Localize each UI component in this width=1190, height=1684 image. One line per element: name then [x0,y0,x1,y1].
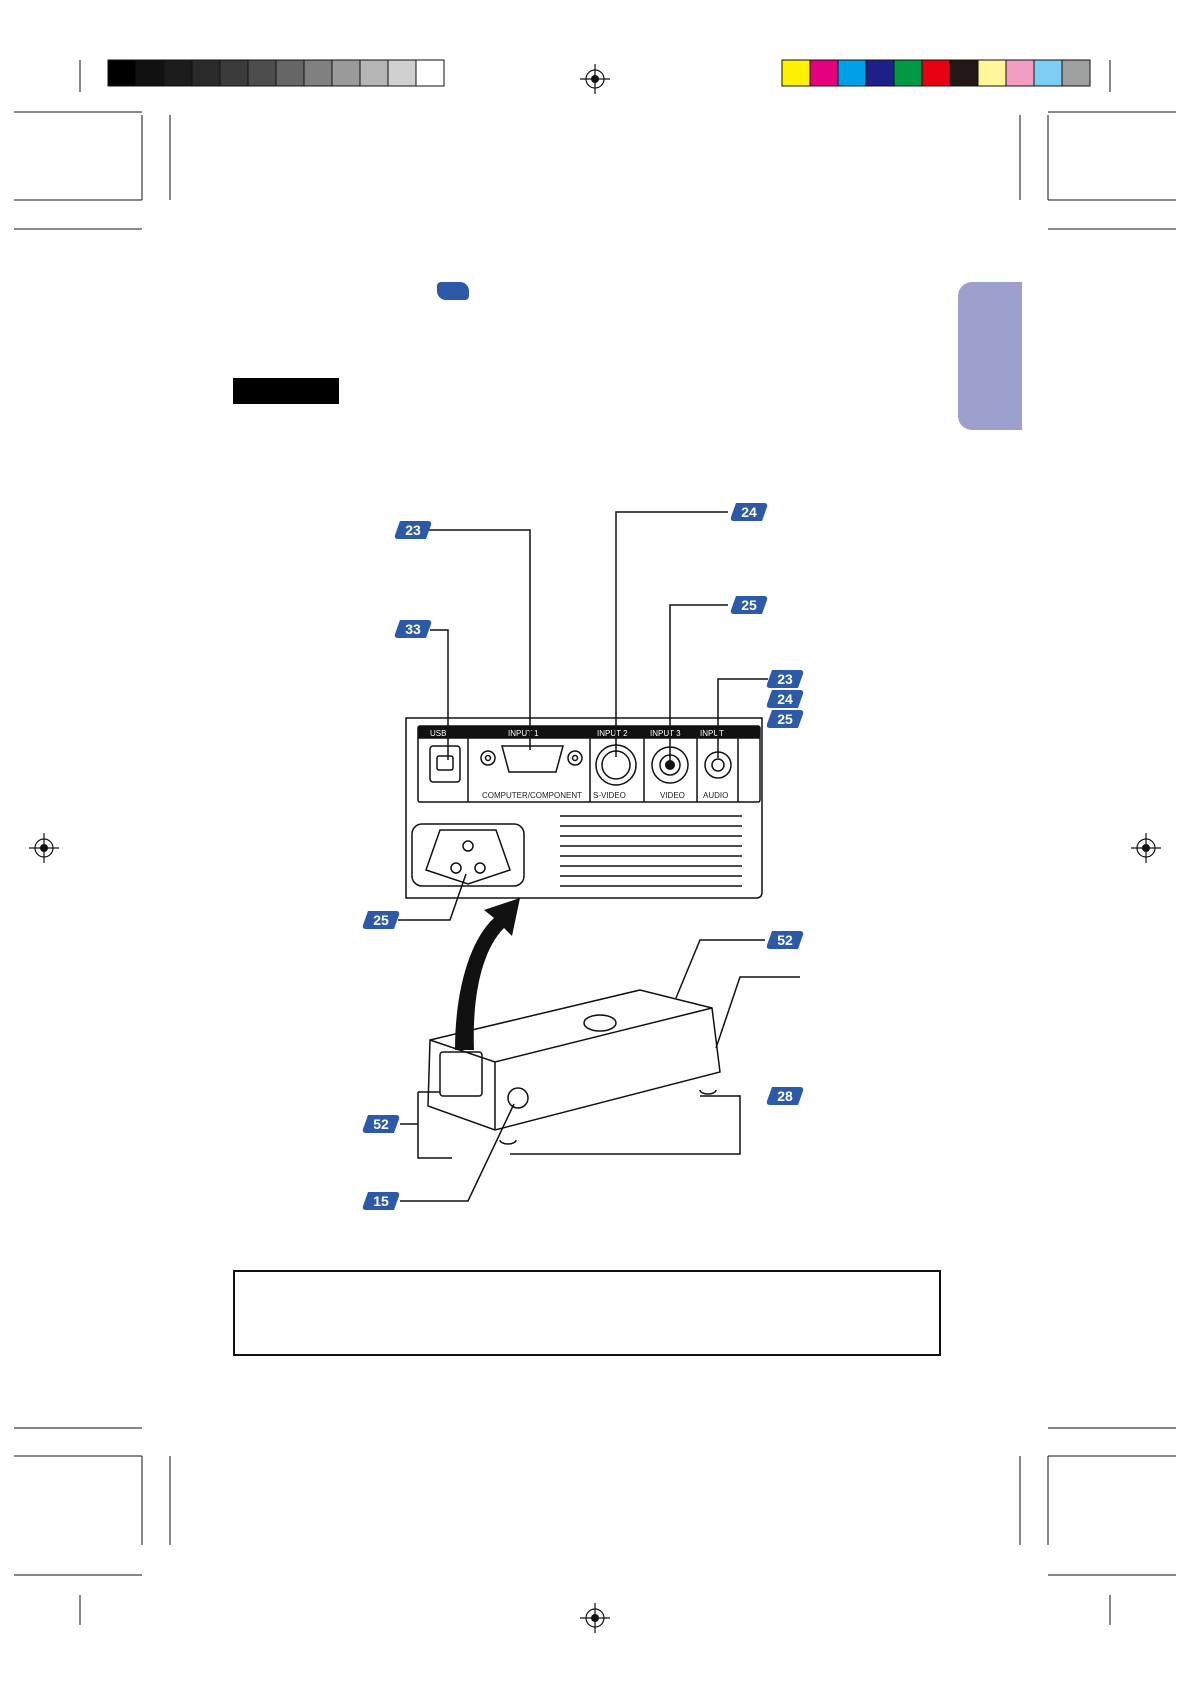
callout-number: 23 [405,522,421,538]
chapter-tab [958,282,1022,430]
callout-badge-input2: 24 [730,503,768,521]
page-reference-badge [437,282,469,300]
callout-number: 52 [373,1116,389,1132]
input2-label: INPUT 2 [597,729,628,738]
registration-marks [29,64,1161,1633]
callout-badges: 23 33 24 25 23 24 25 25 52 28 52 15 [362,503,804,1210]
process-swatch [977,59,1007,87]
grayscale-swatch [247,59,277,87]
process-color-bar [781,59,1091,87]
callout-badge-audio-b: 24 [766,690,804,708]
grayscale-swatch [275,59,305,87]
crop-marks [14,60,1176,1625]
callout-number: 33 [405,621,421,637]
callout-badge-foot: 28 [766,1087,804,1105]
process-swatch [949,59,979,87]
grayscale-swatch [191,59,221,87]
callout-badge-ac-socket: 25 [362,911,400,929]
process-swatch [837,59,867,87]
ac-socket [411,823,525,887]
process-swatch [865,59,895,87]
input4-label: INPUT [700,729,724,738]
grayscale-swatch [415,59,445,87]
callout-number: 15 [373,1193,389,1209]
callout-badge-input1: 23 [394,521,432,539]
note-box [233,1270,941,1356]
svideo-label: S-VIDEO [593,791,626,800]
audio-label: AUDIO [703,791,728,800]
grayscale-swatch [163,59,193,87]
callout-number: 25 [741,597,757,613]
process-swatch [893,59,923,87]
grayscale-swatch [387,59,417,87]
panel-vents [560,815,742,887]
video-label: VIDEO [660,791,685,800]
input3-label: INPUT 3 [650,729,681,738]
rotate-arrow [455,898,520,1050]
process-swatch [809,59,839,87]
callout-number: 25 [373,912,389,928]
input1-label: INPUT 1 [508,729,539,738]
usb-port [429,745,461,783]
usb-label: USB [430,729,446,738]
process-swatch [921,59,951,87]
callout-number: 24 [777,691,793,707]
callout-badge-remote-sensor: 15 [362,1192,400,1210]
grayscale-color-bar [107,59,445,87]
grayscale-swatch [107,59,137,87]
grayscale-swatch [135,59,165,87]
callout-badge-audio-a: 23 [766,670,804,688]
grayscale-swatch [359,59,389,87]
projector-body [427,989,721,1145]
callout-number: 28 [777,1088,793,1104]
grayscale-swatch [331,59,361,87]
callout-badge-input3: 25 [730,596,768,614]
callout-badge-audio-c: 25 [766,710,804,728]
grayscale-swatch [219,59,249,87]
section-heading-bar [233,378,339,404]
process-swatch [1033,59,1063,87]
callout-number: 24 [741,504,757,520]
callout-number: 25 [777,711,793,727]
callout-number: 23 [777,671,793,687]
grayscale-swatch [303,59,333,87]
callout-badge-top-right: 52 [766,931,804,949]
process-swatch [781,59,811,87]
vga-connector [480,745,583,773]
callout-badge-rear-vent: 52 [362,1115,400,1133]
callout-number: 52 [777,932,793,948]
process-swatch [1061,59,1091,87]
process-swatch [1005,59,1035,87]
computer-component-label: COMPUTER/COMPONENT [482,791,582,800]
callout-badge-usb: 33 [394,620,432,638]
leader-lines [398,511,800,1202]
